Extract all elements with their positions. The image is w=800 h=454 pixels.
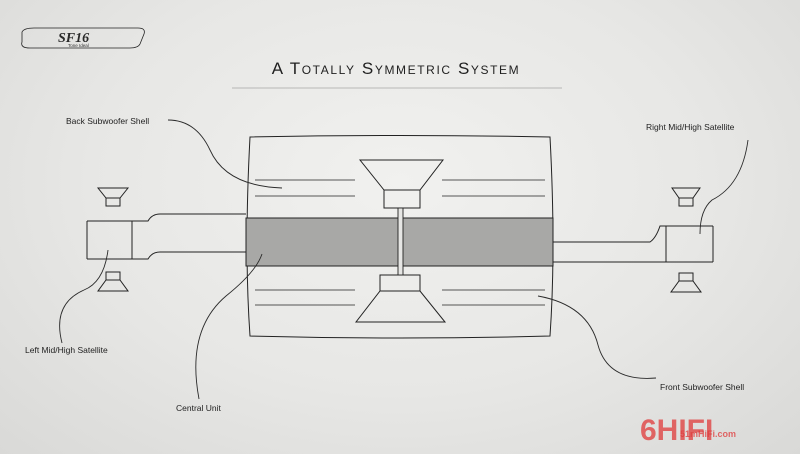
top-woofer-driver [358,159,445,209]
right-upper-satellite-speaker [671,187,701,207]
leader-right-satellite [699,139,749,235]
leader-back-shell [167,119,283,189]
bottom-woofer-driver [354,274,447,323]
logo-sub-text: Tone Ideal [68,43,89,48]
leader-left-satellite [59,249,109,344]
logo-main-text: SF16 [58,31,89,46]
left-satellite-arm [86,213,246,260]
label-back-subwoofer-shell: Back Subwoofer Shell [66,116,149,126]
right-lower-satellite-speaker [670,272,702,293]
watermark-large-text: 6HIFI [640,414,713,447]
left-lower-satellite-speaker [97,271,129,292]
right-satellite-arm [553,225,714,263]
label-central-unit: Central Unit [176,403,222,413]
watermark-small-text: 51mHiFi.com [680,429,736,439]
watermark: 6HIFI 51mHiFi.com [640,414,736,447]
label-left-satellite: Left Mid/High Satellite [25,345,108,355]
brand-logo: SF16 Tone Ideal [21,27,145,49]
diagram-title: A Totally Symmetric System [272,59,521,78]
leader-central-unit [195,253,263,400]
label-front-subwoofer-shell: Front Subwoofer Shell [660,382,744,392]
leader-front-shell [537,295,657,379]
label-right-satellite: Right Mid/High Satellite [646,122,735,132]
left-upper-satellite-speaker [96,187,130,207]
driver-shaft [397,207,404,276]
